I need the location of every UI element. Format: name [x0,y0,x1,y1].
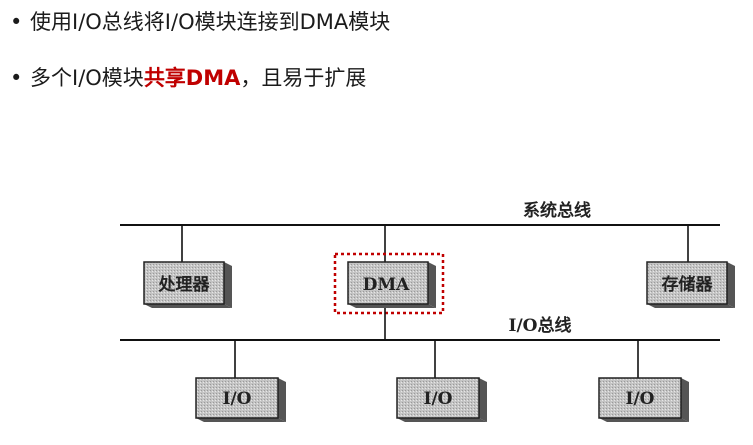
processor-box: 处理器 [143,261,232,308]
io-module-label: I/O [223,389,252,409]
dma-label: DMA [363,275,411,295]
memory-label: 存储器 [662,274,714,295]
io-module: I/O [598,377,689,422]
bullet-item-shared-dma: • 多个I/O模块共享DMA，且易于扩展 [10,68,366,89]
bullet-icon: • [10,66,23,90]
io-module: I/O [396,377,487,422]
system-bus-label: 系统总线 [523,200,591,221]
bullet-item-io-bus: • 使用I/O总线将I/O模块连接到DMA模块 [10,12,390,33]
system-bus: 系统总线 [120,200,720,226]
io-bus: I/O总线 [120,315,720,341]
bullet-icon: • [10,10,23,34]
bullet-text-after: ，且易于扩展 [240,66,367,90]
bullet-text-before: 多个I/O模块 [30,66,144,90]
bullet-highlight: 共享DMA [143,66,241,90]
processor-label: 处理器 [158,274,211,295]
dma-box: DMA [347,261,436,308]
dma-highlight-frame [333,252,445,315]
io-module-label: I/O [626,389,655,409]
memory-box: 存储器 [646,261,735,308]
io-module-label: I/O [424,389,453,409]
bullet-text: 使用I/O总线将I/O模块连接到DMA模块 [30,10,391,34]
io-bus-label: I/O总线 [509,315,572,336]
io-module: I/O [195,377,286,422]
